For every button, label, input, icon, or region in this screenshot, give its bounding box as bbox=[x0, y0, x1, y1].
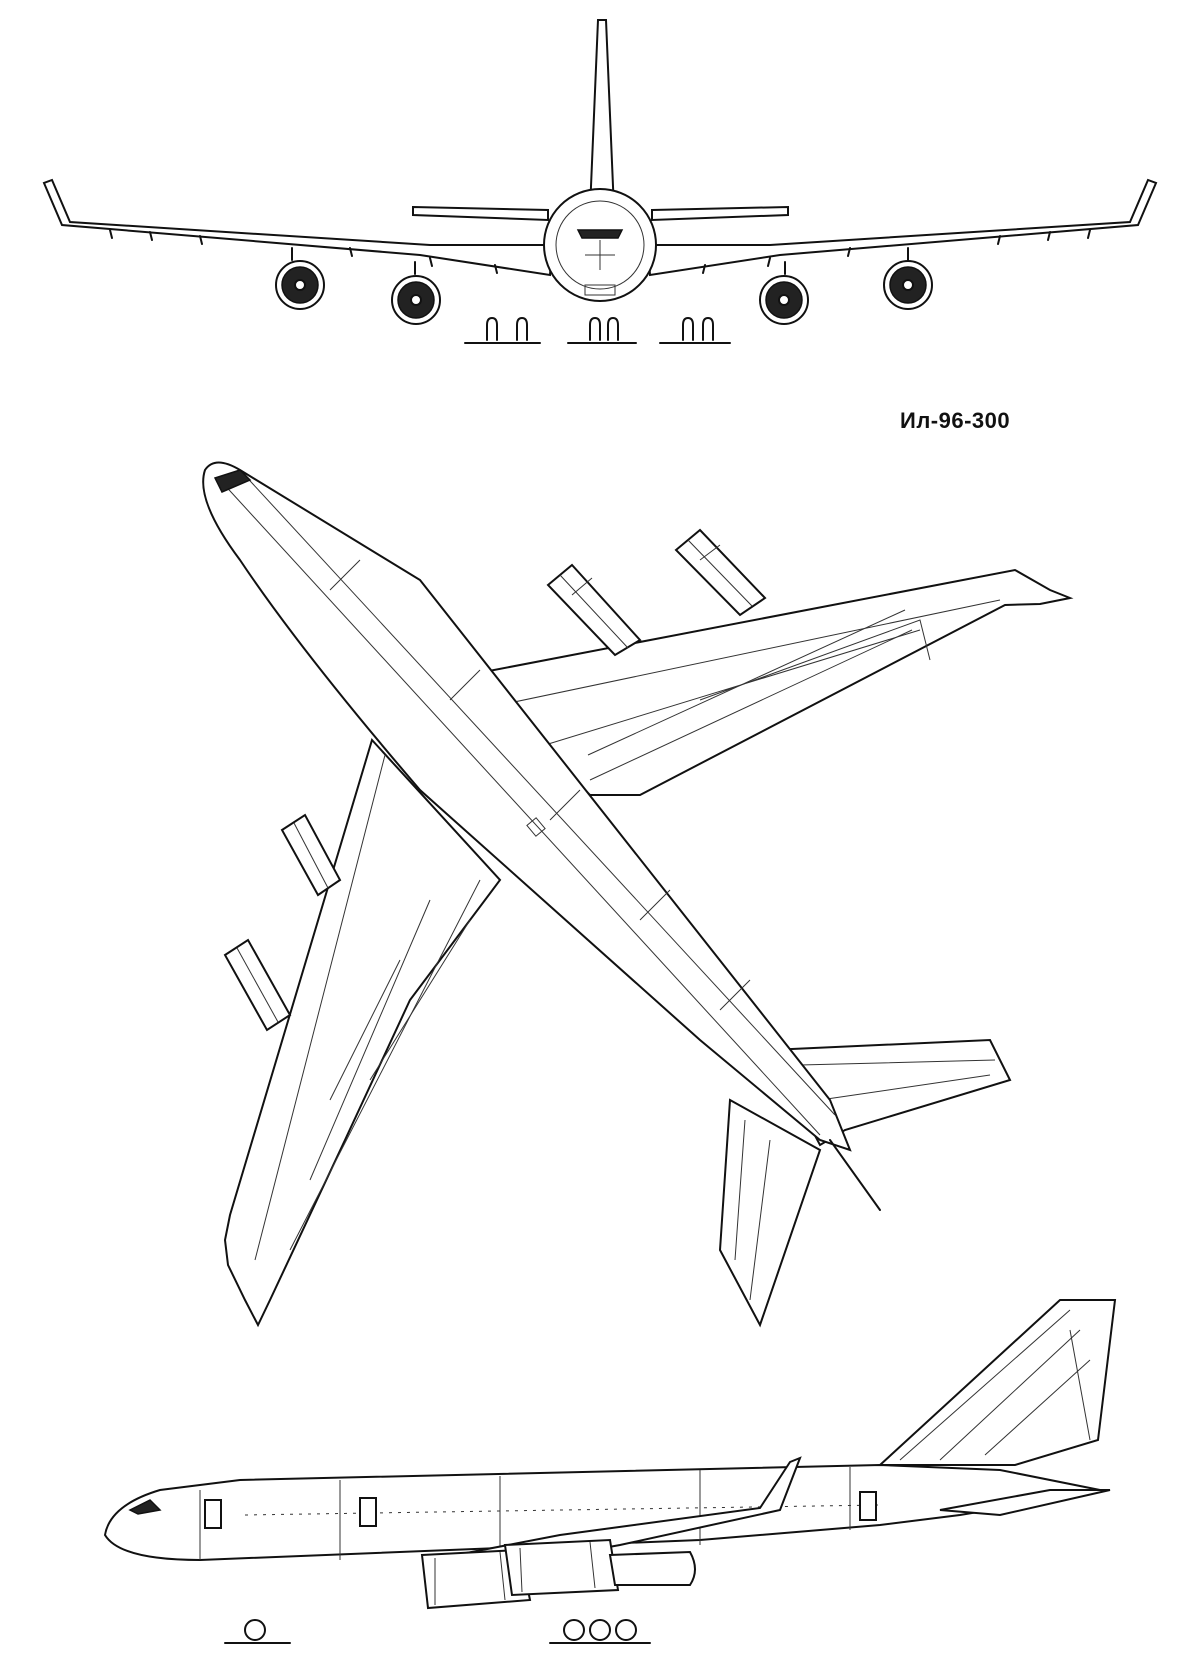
top-engine-left-outer bbox=[223, 938, 292, 1032]
top-stabilizer-left bbox=[718, 1098, 822, 1328]
side-cockpit-window bbox=[128, 1499, 162, 1515]
side-engine-near bbox=[420, 1548, 532, 1610]
front-engine-inner-right bbox=[759, 261, 809, 325]
side-door-2 bbox=[359, 1497, 377, 1527]
top-tailcone bbox=[829, 1139, 881, 1211]
side-engine-far bbox=[503, 1538, 620, 1597]
top-engine-right-inner bbox=[546, 563, 642, 657]
side-fairing bbox=[608, 1550, 696, 1586]
side-stabilizer bbox=[939, 1489, 1111, 1517]
front-view bbox=[42, 19, 1158, 344]
top-view bbox=[202, 461, 1074, 1328]
top-engine-right-outer bbox=[674, 528, 767, 617]
front-cockpit-windows bbox=[576, 229, 624, 239]
top-engine-left-inner bbox=[280, 813, 342, 897]
front-stabilizer-right bbox=[651, 205, 789, 222]
front-engine-outer-left bbox=[275, 247, 325, 310]
top-fuselage bbox=[202, 461, 852, 1152]
front-vertical-fin bbox=[588, 19, 616, 211]
side-vertical-tail bbox=[877, 1299, 1117, 1466]
side-door-1 bbox=[204, 1499, 222, 1529]
front-engine-outer-right bbox=[883, 247, 933, 310]
front-stabilizer-left bbox=[412, 205, 549, 222]
front-landing-gear bbox=[464, 317, 731, 344]
side-view bbox=[103, 1299, 1117, 1644]
top-wing-right bbox=[465, 568, 1074, 796]
side-door-3 bbox=[859, 1491, 877, 1521]
front-engine-inner-left bbox=[391, 261, 441, 325]
drawing-title: Ил-96-300 bbox=[900, 408, 1011, 433]
side-window-row bbox=[244, 1504, 881, 1516]
side-landing-gear bbox=[224, 1619, 651, 1644]
top-cockpit bbox=[213, 469, 252, 493]
top-wing-left bbox=[223, 738, 502, 1328]
